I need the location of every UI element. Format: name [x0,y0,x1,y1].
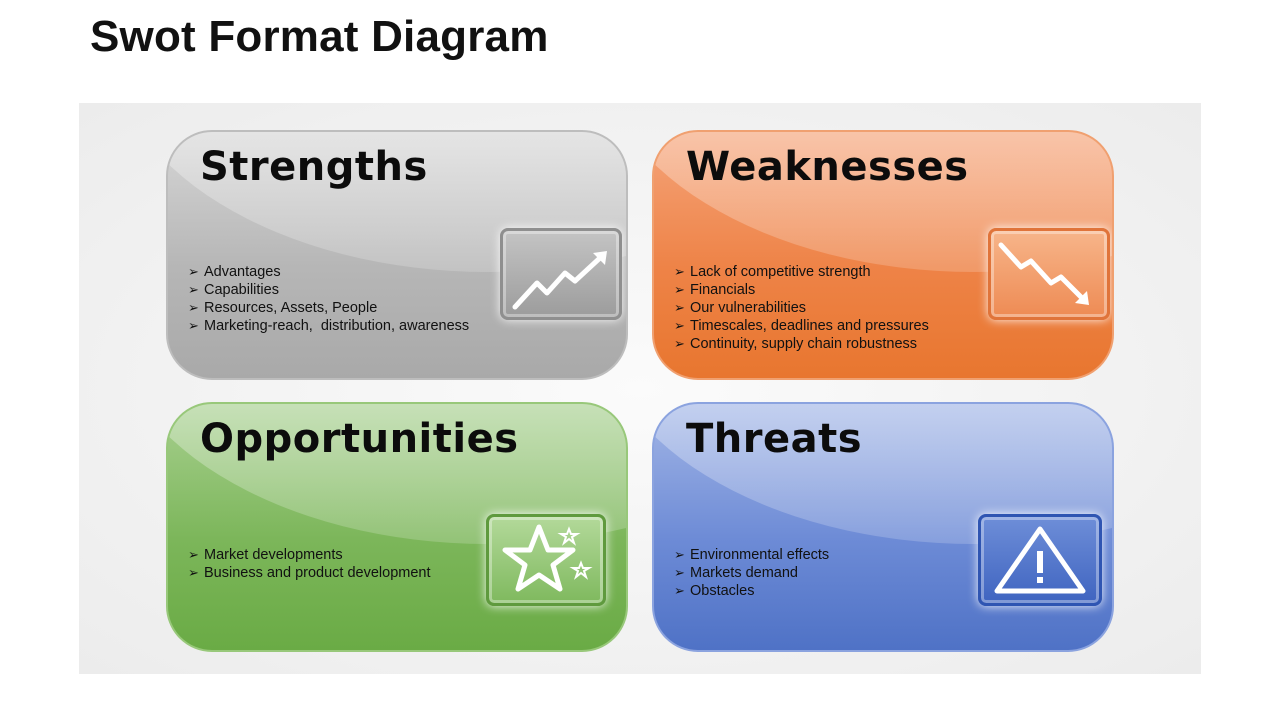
list-item: ➢Business and product development [188,565,431,581]
arrow-bullet-icon: ➢ [674,300,685,315]
arrow-bullet-icon: ➢ [188,318,199,333]
star-icon [486,514,606,606]
list-item: ➢Lack of competitive strength [674,264,871,280]
list-item: ➢Capabilities [188,282,279,298]
trend-up-icon [500,228,622,320]
arrow-bullet-icon: ➢ [674,318,685,333]
arrow-bullet-icon: ➢ [674,565,685,580]
warning-icon [978,514,1102,606]
arrow-bullet-icon: ➢ [188,264,199,279]
list-item: ➢Market developments [188,547,343,563]
page-title: Swot Format Diagram [90,12,549,61]
strengths-card: Strengths ➢Advantages ➢Capabilities ➢Res… [166,130,628,380]
arrow-bullet-icon: ➢ [674,547,685,562]
list-item: ➢Continuity, supply chain robustness [674,336,918,352]
list-item: ➢Our vulnerabilities [674,300,807,316]
threats-card: Threats ➢Environmental effects ➢Markets … [652,402,1114,652]
opportunities-list: ➢Market developments ➢Business and produ… [188,546,431,582]
strengths-title: Strengths [200,144,428,190]
arrow-bullet-icon: ➢ [188,300,199,315]
arrow-bullet-icon: ➢ [674,336,685,351]
list-item: ➢Environmental effects [674,547,830,563]
threats-list: ➢Environmental effects ➢Markets demand ➢… [674,546,829,600]
list-item: ➢Financials [674,282,756,298]
list-item: ➢Obstacles [674,583,755,599]
threats-title: Threats [686,416,863,462]
opportunities-title: Opportunities [200,416,519,462]
arrow-bullet-icon: ➢ [674,583,685,598]
weaknesses-card: Weaknesses ➢Lack of competitive strength… [652,130,1114,380]
weaknesses-title: Weaknesses [686,144,969,190]
arrow-bullet-icon: ➢ [674,282,685,297]
arrow-bullet-icon: ➢ [188,565,199,580]
list-item: ➢Marketing-reach, distribution, awarenes… [188,318,470,334]
weaknesses-list: ➢Lack of competitive strength ➢Financial… [674,263,929,353]
trend-down-icon [988,228,1110,320]
list-item: ➢Resources, Assets, People [188,300,378,316]
strengths-list: ➢Advantages ➢Capabilities ➢Resources, As… [188,263,469,335]
list-item: ➢Advantages [188,264,281,280]
arrow-bullet-icon: ➢ [674,264,685,279]
arrow-bullet-icon: ➢ [188,547,199,562]
list-item: ➢Markets demand [674,565,798,581]
arrow-bullet-icon: ➢ [188,282,199,297]
list-item: ➢Timescales, deadlines and pressures [674,318,929,334]
opportunities-card: Opportunities ➢Market developments ➢Busi… [166,402,628,652]
